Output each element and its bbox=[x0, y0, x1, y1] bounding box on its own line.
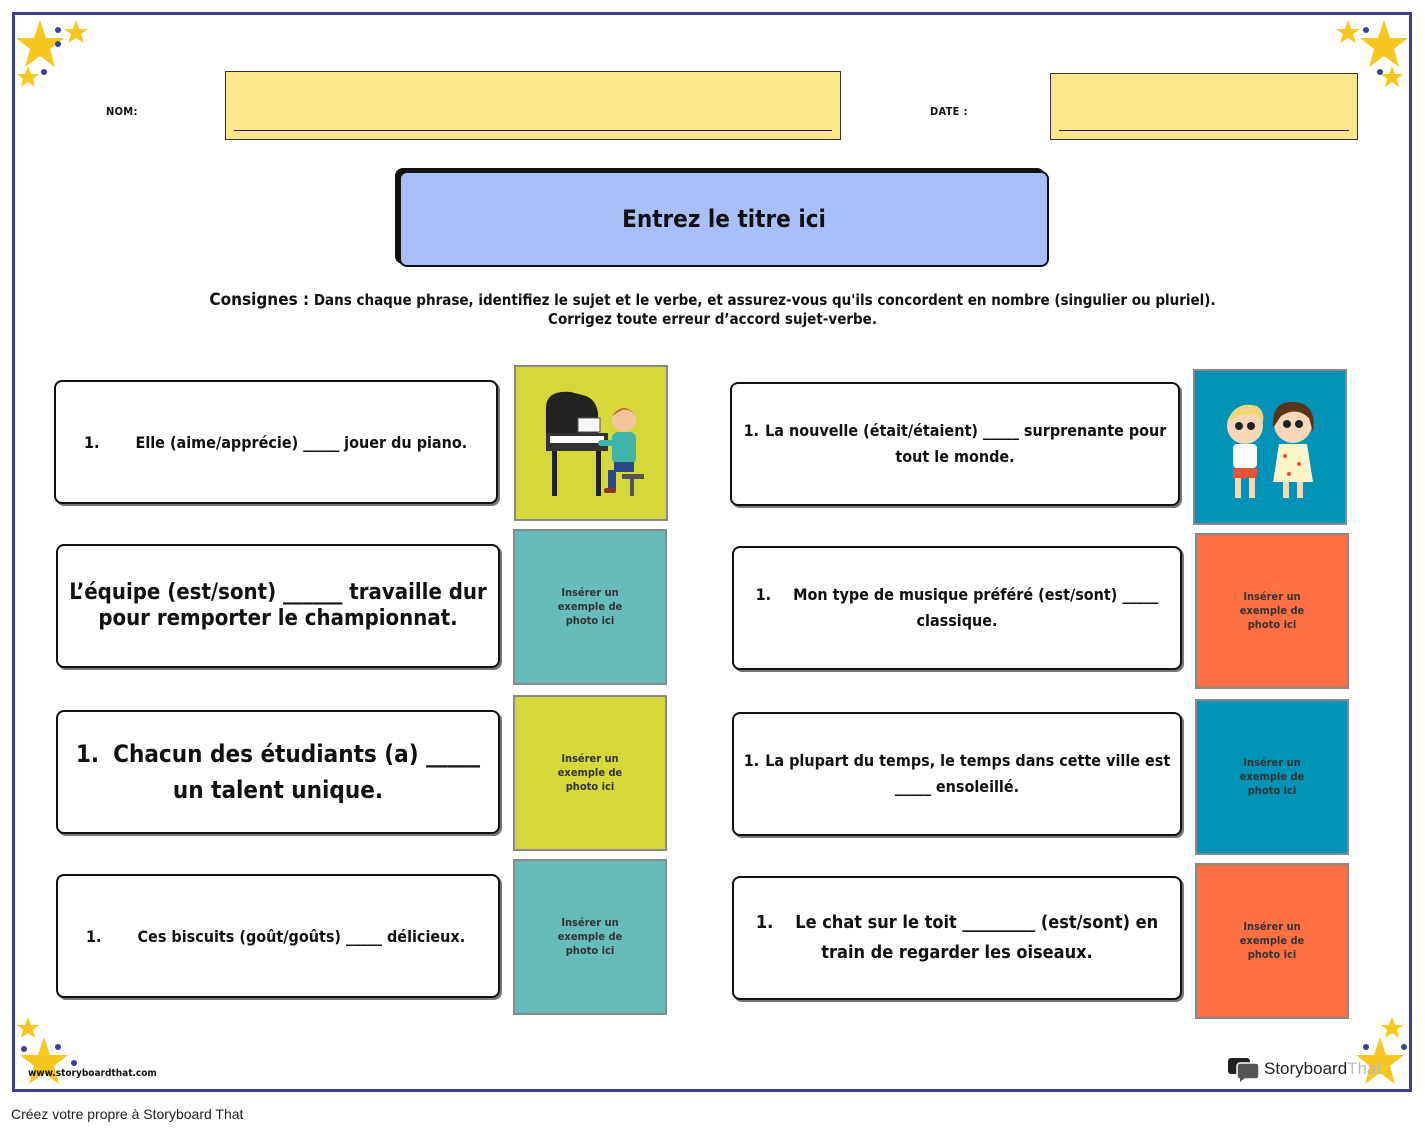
question-number: 1. bbox=[743, 421, 760, 440]
question-box-left-3[interactable]: 1. Chacun des étudiants (a) _____ un tale… bbox=[56, 710, 500, 834]
credit-footer[interactable]: Créez votre propre à Storyboard That bbox=[11, 1106, 244, 1122]
speech-bubble-logo-icon bbox=[1228, 1058, 1260, 1082]
question-text: Elle (aime/apprécie) _____ jouer du pian… bbox=[135, 432, 468, 452]
star-cluster-bottom-right-icon bbox=[1356, 1017, 1407, 1084]
question-text: La nouvelle (était/étaient) _____ surpre… bbox=[765, 421, 1167, 466]
question-number: 1. bbox=[75, 740, 100, 768]
question-box-right-1[interactable]: 1. La nouvelle (était/étaient) _____ surp… bbox=[730, 382, 1180, 506]
star-cluster-top-right-icon bbox=[1336, 20, 1408, 87]
question-number: 1. bbox=[755, 912, 774, 933]
question-box-left-2[interactable]: L’équipe (est/sont) ______ travaille dur… bbox=[56, 544, 500, 668]
instructions: Consignes : Dans chaque phrase, identifi… bbox=[60, 291, 1365, 329]
instructions-line2: Corrigez toute erreur d’accord sujet-ver… bbox=[548, 310, 877, 328]
instructions-line1: Dans chaque phrase, identifiez le sujet … bbox=[309, 291, 1216, 309]
name-label: NOM: bbox=[106, 105, 138, 118]
photo-placeholder-text: Insérer un exemple de photo ici bbox=[557, 916, 623, 957]
question-text: L’équipe (est/sont) ______ travaille dur… bbox=[69, 580, 487, 631]
name-field[interactable] bbox=[225, 71, 841, 140]
question-number: 1. bbox=[755, 585, 772, 604]
photo-placeholder-right-2[interactable]: Insérer un exemple de photo ici bbox=[1195, 533, 1349, 689]
question-text: Mon type de musique préféré (est/sont) _… bbox=[793, 585, 1159, 630]
question-text: Chacun des étudiants (a) _____ un talent… bbox=[113, 740, 481, 804]
surprised-children-illustration bbox=[1193, 369, 1347, 525]
question-number: 1. bbox=[743, 751, 760, 770]
photo-placeholder-left-4[interactable]: Insérer un exemple de photo ici bbox=[513, 859, 667, 1015]
logo-text-storyboard: Storyboard bbox=[1264, 1059, 1348, 1078]
star-cluster-bottom-left-icon bbox=[17, 1017, 77, 1084]
question-number: 1. bbox=[86, 926, 102, 946]
photo-placeholder-text: Insérer un exemple de photo ici bbox=[1239, 756, 1305, 797]
photo-placeholder-text: Insérer un exemple de photo ici bbox=[557, 752, 623, 793]
question-text: Le chat sur le toit _________ (est/sont)… bbox=[795, 912, 1159, 963]
date-label: DATE : bbox=[930, 105, 968, 118]
question-box-left-4[interactable]: 1. Ces biscuits (goût/goûts) _____ délic… bbox=[56, 874, 500, 998]
piano-player-illustration bbox=[514, 365, 668, 521]
children-icon bbox=[1227, 401, 1314, 498]
question-text: La plupart du temps, le temps dans cette… bbox=[765, 751, 1171, 796]
page-title[interactable]: Entrez le titre ici bbox=[399, 171, 1049, 267]
star-cluster-top-left-icon bbox=[16, 20, 88, 87]
date-field[interactable] bbox=[1050, 73, 1358, 140]
question-box-left-1[interactable]: 1. Elle (aime/apprécie) _____ jouer du p… bbox=[54, 380, 498, 504]
photo-placeholder-text: Insérer un exemple de photo ici bbox=[1239, 590, 1305, 631]
question-box-right-2[interactable]: 1. Mon type de musique préféré (est/sont)… bbox=[732, 546, 1182, 670]
question-number: 1. bbox=[84, 432, 100, 452]
photo-placeholder-right-4[interactable]: Insérer un exemple de photo ici bbox=[1195, 863, 1349, 1019]
logo-text-that: That bbox=[1347, 1059, 1382, 1078]
site-url[interactable]: www.storyboardthat.com bbox=[28, 1068, 157, 1079]
photo-placeholder-left-2[interactable]: Insérer un exemple de photo ici bbox=[513, 529, 667, 685]
photo-placeholder-left-3[interactable]: Insérer un exemple de photo ici bbox=[513, 695, 667, 851]
photo-placeholder-text: Insérer un exemple de photo ici bbox=[1239, 920, 1305, 961]
question-text: Ces biscuits (goût/goûts) _____ délicieu… bbox=[137, 926, 466, 946]
question-box-right-4[interactable]: 1. Le chat sur le toit _________ (est/son… bbox=[732, 876, 1182, 1000]
instructions-label: Consignes : bbox=[209, 290, 310, 310]
photo-placeholder-text: Insérer un exemple de photo ici bbox=[557, 586, 623, 627]
question-box-right-3[interactable]: 1. La plupart du temps, le temps dans cet… bbox=[732, 712, 1182, 836]
piano-icon bbox=[546, 391, 644, 496]
photo-placeholder-right-3[interactable]: Insérer un exemple de photo ici bbox=[1195, 699, 1349, 855]
